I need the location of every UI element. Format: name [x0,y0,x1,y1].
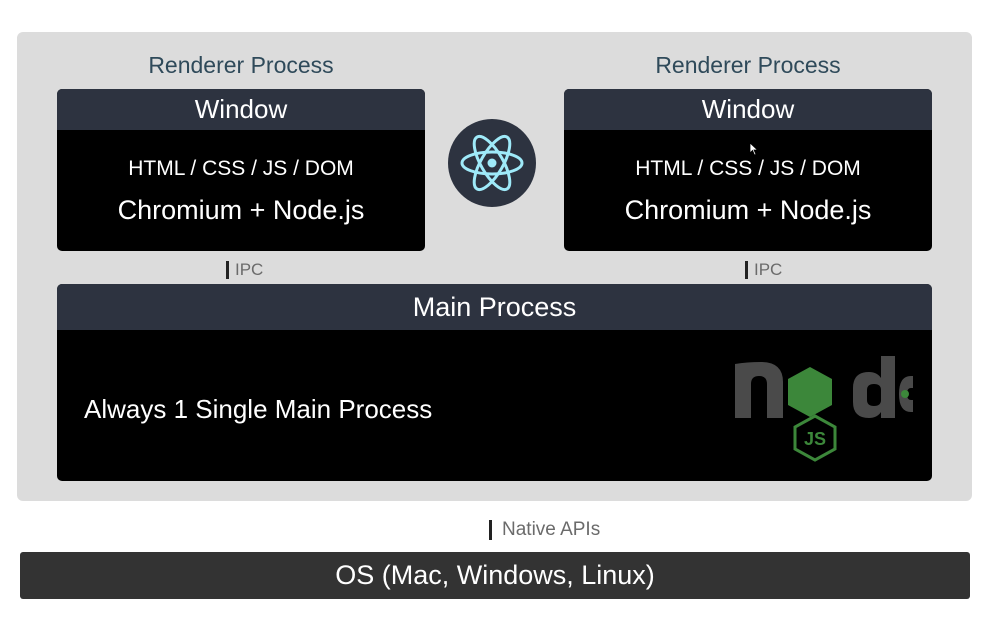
mouse-cursor-icon [749,142,759,156]
native-apis-bar [489,520,492,540]
window-header-1: Window [57,89,425,130]
ipc-label-1: IPC [235,260,264,279]
web-stack-label-2: HTML / CSS / JS / DOM [635,157,861,180]
runtime-label-2: Chromium + Node.js [624,195,872,225]
native-apis-label: Native APIs [502,519,601,540]
ipc-connector-2: IPC [745,260,782,280]
electron-atom-icon [448,119,536,207]
nodejs-js-badge: JS [804,429,826,449]
renderer-process-title-2: Renderer Process [655,52,841,78]
main-process-title: Main Process [57,284,932,330]
main-process-description: Always 1 Single Main Process [84,394,433,424]
ipc-label-2: IPC [754,260,783,279]
runtime-label-1: Chromium + Node.js [117,195,365,225]
native-apis-connector: Native APIs [489,519,600,541]
ipc-connector-1: IPC [226,260,263,280]
web-stack-label-1: HTML / CSS / JS / DOM [128,157,354,180]
main-process-box: Main Process Always 1 Single Main Proces… [57,284,932,481]
ipc-bar-2 [745,261,748,279]
renderer-window-2: Window HTML / CSS / JS / DOM Chromium + … [564,89,932,251]
os-layer: OS (Mac, Windows, Linux) [20,552,970,599]
renderer-window-1: Window HTML / CSS / JS / DOM Chromium + … [57,89,425,251]
ipc-bar-1 [226,261,229,279]
renderer-process-title-1: Renderer Process [148,52,334,78]
nodejs-logo: JS [735,356,913,462]
window-header-2: Window [564,89,932,130]
